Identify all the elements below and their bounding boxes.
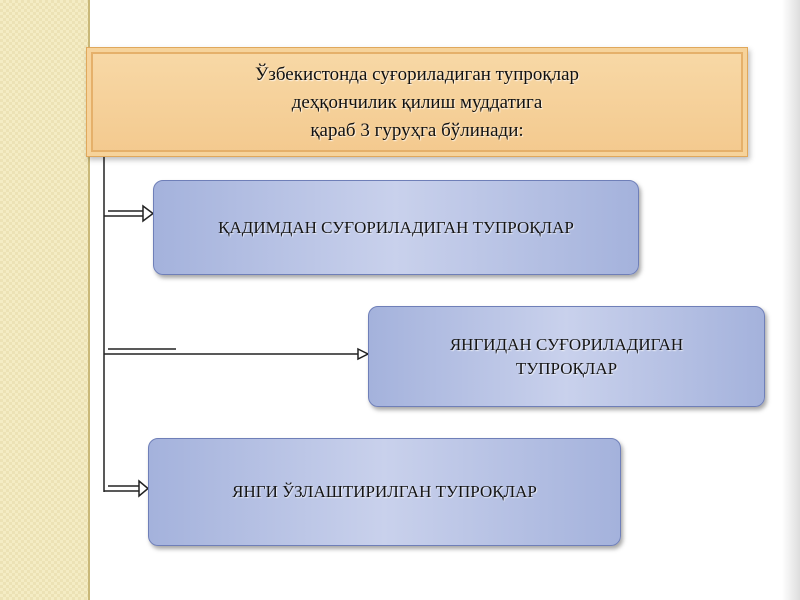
title-line-3: қараб 3 гуруҳга бўлинади: [310,120,524,141]
decorative-right-shadow [782,0,800,600]
decorative-side-strip [0,0,90,600]
arrow-head-2 [357,347,370,361]
arrow-head-1 [142,204,155,223]
category-box-newly-irrigated: ЯНГИДАН СУҒОРИЛАДИГАН ТУПРОҚЛАР [368,306,765,407]
category-label-line-2: ТУПРОҚЛАР [515,358,618,378]
arrow-head-3 [138,479,150,498]
category-label: ЯНГИ ЎЗЛАШТИРИЛГАН ТУПРОҚЛАР [232,482,537,501]
category-box-newly-developed: ЯНГИ ЎЗЛАШТИРИЛГАН ТУПРОҚЛАР [148,438,621,546]
diagram-title-box: Ўзбекистонда суғориладиган тупроқлар деҳ… [86,47,748,157]
title-line-2: деҳқончилик қилиш муддатига [291,92,543,113]
category-label-line-1: ЯНГИДАН СУҒОРИЛАДИГАН [449,334,684,354]
category-box-ancient-irrigated: ҚАДИМДАН СУҒОРИЛАДИГАН ТУПРОҚЛАР [153,180,639,275]
title-line-1: Ўзбекистонда суғориладиган тупроқлар [254,64,580,85]
category-label: ҚАДИМДАН СУҒОРИЛАДИГАН ТУПРОҚЛАР [218,217,574,237]
